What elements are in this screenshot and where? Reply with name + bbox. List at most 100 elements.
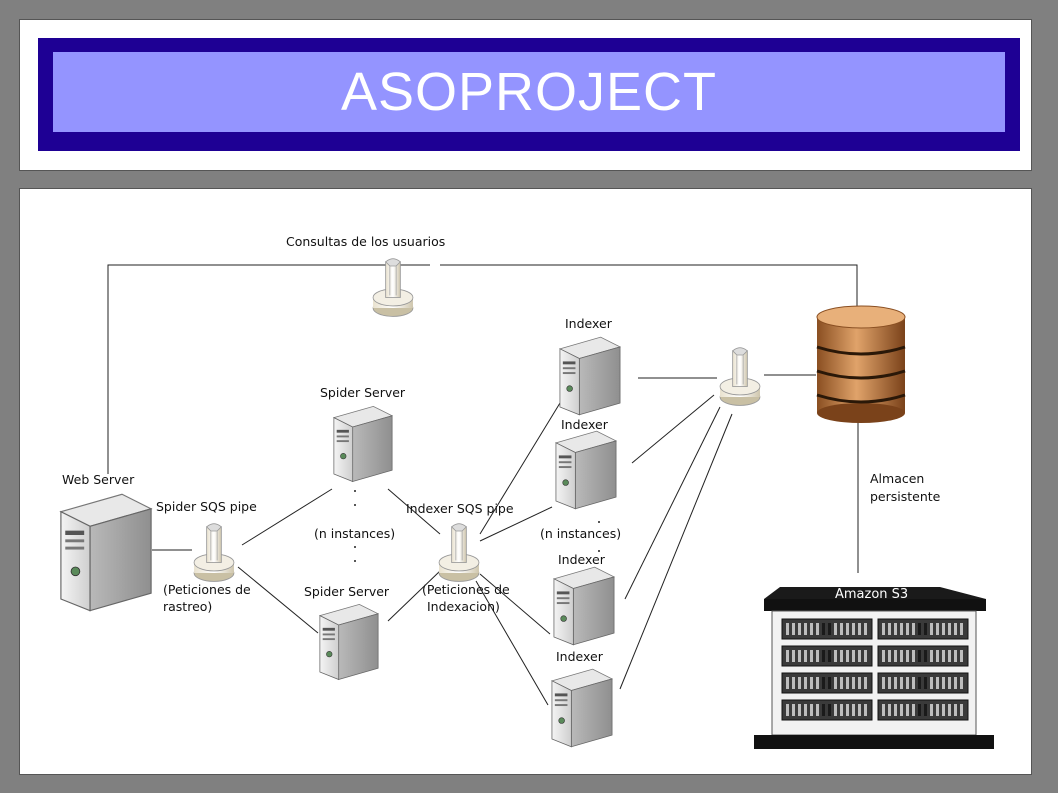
spider-sqs-pipe-icon [193,523,235,582]
web-server-icon [60,493,152,612]
rack-slot [888,677,891,689]
rack-slot [792,704,795,716]
rack-slot [954,650,957,662]
edge-indexerpipe-indexer2 [479,506,553,542]
edge-indexerpipe-indexer4 [475,580,549,706]
rack-slot [894,677,897,689]
continuation-dots [354,490,600,562]
rack-slot [786,704,789,716]
spider-server-bottom-icon [319,603,379,681]
indexer-sqs-pipe-icon [438,523,480,582]
rack-slot [960,623,963,635]
rack-slot [858,650,861,662]
rack-slot [834,704,837,716]
spider-pipe-note-line2: rastreo) [163,599,212,614]
rack-slot [930,677,933,689]
rack-slot [810,704,813,716]
rack-slot [900,650,903,662]
rack-slot [918,623,921,635]
database-pipe-icon [719,347,761,406]
storage-label-line1: Almacen [870,471,924,486]
rack-slot [936,677,939,689]
edge-spiderpipe-spider1 [241,488,333,546]
database-cylinder-icon [816,305,906,423]
rack-slot [882,623,885,635]
diagram-labels: Consultas de los usuarios Web Server Spi… [62,234,941,664]
edge-webserver-consultas [107,264,430,474]
rack-slot [954,704,957,716]
rack-slot [888,704,891,716]
rack-slot [930,650,933,662]
indexer-2-label: Indexer [561,417,609,432]
rack-slot [816,623,819,635]
rack-slot [894,623,897,635]
rack-slot [888,623,891,635]
title-inner: ASOPROJECT [53,52,1005,132]
rack-slot [816,650,819,662]
rack-slot [816,704,819,716]
rack-slot [822,650,825,662]
rack-slot [912,677,915,689]
rack-slot [810,623,813,635]
rack-slot [810,650,813,662]
rack-slot [894,650,897,662]
rack-slot [822,704,825,716]
diagram-panel: Consultas de los usuarios Web Server Spi… [19,188,1032,775]
rack-slot [942,623,945,635]
edge-indexer2-dbpipe [631,394,715,464]
spider-instances-label: (n instances) [314,526,395,541]
rack-slot [864,704,867,716]
spider-pipe-note-line1: (Peticiones de [163,582,251,597]
rack-slot [804,623,807,635]
rack-slot [792,677,795,689]
rack-slot [840,623,843,635]
rack-slot [948,650,951,662]
rack-slot [942,650,945,662]
edge-indexer3-dbpipe [624,406,721,600]
indexer-4-icon [551,668,613,748]
rack-slot [798,623,801,635]
rack-slot [936,704,939,716]
rack-slot [954,677,957,689]
rack-slot [864,623,867,635]
rack-slot [798,650,801,662]
rack-slot [906,704,909,716]
rack-slot [906,677,909,689]
rack-slot [906,623,909,635]
rack-slot [822,623,825,635]
rack-slot [900,677,903,689]
web-server-label: Web Server [62,472,135,487]
rack-slot [858,677,861,689]
rack-slot [816,677,819,689]
rack-slot [900,623,903,635]
rack-slot [828,650,831,662]
rack-slot [834,650,837,662]
connections [107,264,859,706]
rack-slot [936,650,939,662]
title-panel: ASOPROJECT [19,19,1032,171]
rack-slot [834,677,837,689]
spider-server-top-icon [333,405,393,483]
rack-slot [912,623,915,635]
rack-slot [840,677,843,689]
rack-slot [948,623,951,635]
indexer-instances-label: (n instances) [540,526,621,541]
rack-slot [804,677,807,689]
rack-slot [882,650,885,662]
amazon-s3-label: Amazon S3 [835,587,908,602]
rack-slot [960,704,963,716]
rack-slot [792,650,795,662]
rack-slot [888,650,891,662]
edge-consultas-database [440,264,858,307]
rack-slot [840,650,843,662]
consultas-label: Consultas de los usuarios [286,234,445,249]
edge-indexer4-dbpipe [619,413,733,690]
page-title: ASOPROJECT [340,62,718,122]
rack-slot [828,677,831,689]
storage-label-line2: persistente [870,489,941,504]
rack-slot [918,650,921,662]
indexer-pipe-note-line2: Indexacion) [427,599,500,614]
rack-slot [804,650,807,662]
rack-slot [912,704,915,716]
rack-slot [930,704,933,716]
